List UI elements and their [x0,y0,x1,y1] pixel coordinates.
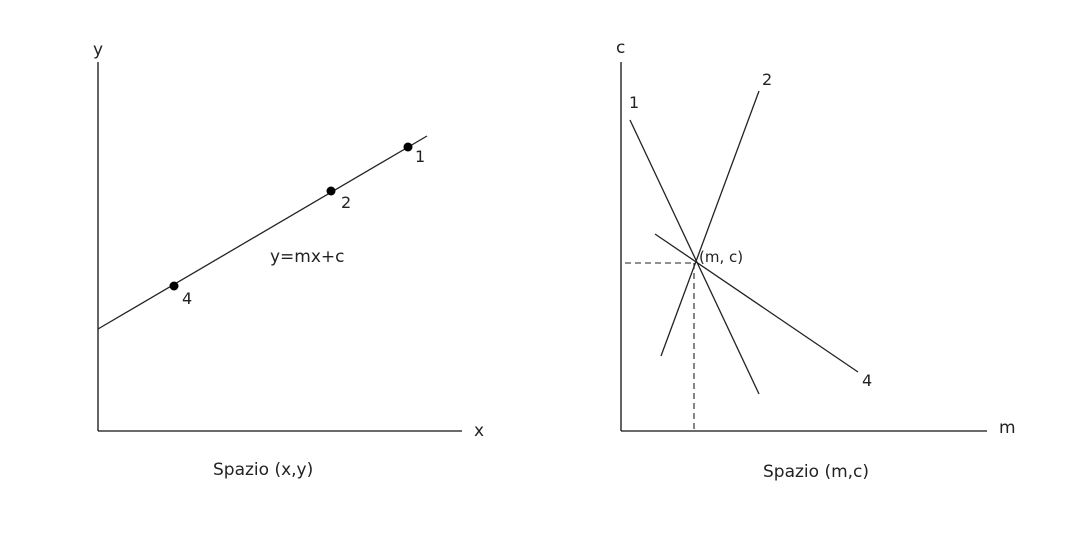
line-label-1: 1 [629,93,639,112]
data-point-2 [326,186,336,196]
param-line-1 [629,119,760,395]
line-label-4: 4 [862,371,872,390]
left-caption: Spazio (x,y) [213,460,313,480]
line-label-2: 2 [762,70,772,89]
xy-space-panel: y x 1 2 4 y=mx+c Spazio (x,y) [93,40,484,480]
param-line-2 [660,90,760,357]
data-point-1 [403,142,413,152]
point-label-4: 4 [182,289,192,308]
data-point-4 [169,281,179,291]
x-axis-label: x [474,421,484,441]
m-axis-label: m [999,418,1016,438]
y-axis-label: y [93,40,103,60]
right-caption: Spazio (m,c) [763,462,869,482]
intersection-label: (m, c) [699,248,743,266]
c-axis-label: c [616,38,625,58]
fitted-line [97,135,428,330]
point-label-1: 1 [415,147,425,166]
param-line-4 [654,233,859,373]
mc-space-panel: c m 1 2 4 (m, c) Spazio (m,c) [616,38,1016,482]
line-equation: y=mx+c [270,247,345,267]
point-label-2: 2 [341,193,351,212]
